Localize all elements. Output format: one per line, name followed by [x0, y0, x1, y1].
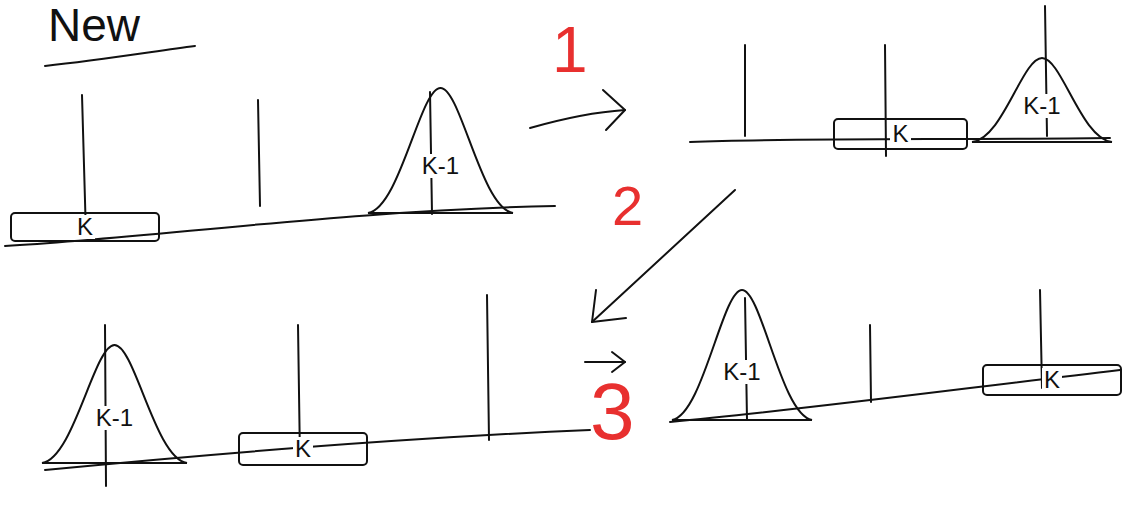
- stack-outline: [672, 290, 812, 420]
- disk-label: K: [75, 215, 95, 239]
- disk-stack: K-1: [368, 88, 513, 213]
- disk-label: K-1: [420, 154, 461, 178]
- peg: [745, 298, 747, 420]
- disk-label: K-1: [1021, 94, 1062, 118]
- peg: [870, 325, 871, 402]
- disk-label: K: [1042, 368, 1062, 392]
- disk-label: K: [890, 122, 910, 146]
- ground-line: [45, 430, 590, 470]
- disk-stack: K-1: [672, 290, 812, 420]
- diagram-title: New: [48, 2, 140, 48]
- step-number: 2: [612, 178, 643, 234]
- disk-label: K-1: [94, 406, 135, 430]
- step-arrow: [585, 361, 625, 363]
- large-disk: K: [238, 432, 368, 466]
- peg: [487, 295, 489, 440]
- step-number: 3: [590, 372, 635, 452]
- large-disk: K: [10, 212, 160, 242]
- title-underline: [45, 46, 195, 66]
- large-disk: K: [833, 118, 968, 150]
- disk-label: K-1: [721, 360, 762, 384]
- peg: [885, 45, 886, 156]
- large-disk: K: [982, 364, 1122, 396]
- arrow-head: [592, 290, 626, 322]
- disk-label: K: [293, 437, 313, 461]
- arrow-head: [612, 352, 625, 372]
- disk-stack: K-1: [972, 58, 1112, 142]
- step-number: 1: [552, 18, 588, 82]
- peg: [258, 100, 260, 206]
- peg: [744, 45, 746, 136]
- stack-outline: [42, 345, 187, 463]
- arrow-head: [603, 90, 625, 130]
- stack-outline: [368, 88, 513, 213]
- peg: [430, 92, 432, 214]
- disk-stack: K-1: [42, 345, 187, 463]
